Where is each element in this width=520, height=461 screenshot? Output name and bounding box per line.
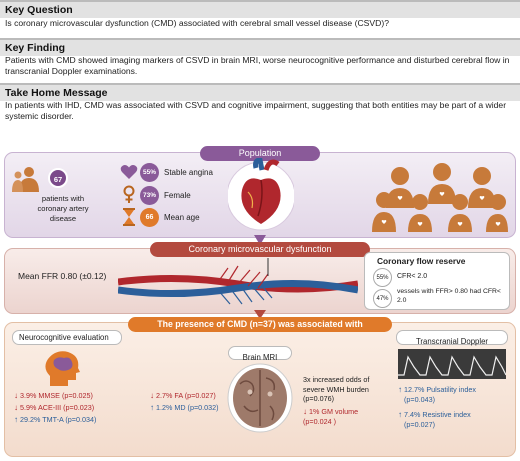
key-finding-text: Patients with CMD showed imaging markers… [5, 55, 510, 76]
doppler-waveform-illustration [398, 349, 506, 379]
mean-age-value: 66 [145, 214, 154, 221]
cfr-title: Coronary flow reserve [377, 256, 466, 266]
neuro-stat-3: ↑ 29.2% TMT-A (p=0.034) [14, 415, 96, 425]
patient-count-badge: 67 [48, 168, 68, 188]
connector-arrow-2 [254, 310, 266, 319]
mmse-value: 3.9% MMSE (p=0.025) [20, 391, 93, 400]
heart-anatomy-illustration [228, 158, 294, 231]
wmh-stat: 3x increased odds of severe WMH burden (… [303, 375, 370, 403]
arrow-up-icon: ↑ [398, 410, 402, 419]
patients-group-illustration [372, 163, 508, 232]
female-icon [123, 185, 135, 203]
neuro-title-box: Neurocognitive evaluation [12, 330, 122, 345]
arrow-down-icon: ↓ [14, 391, 18, 400]
heart-icon [120, 165, 138, 179]
cfr-text-1: CFR< 2.0 [397, 273, 428, 280]
arrow-down-icon: ↓ [303, 407, 307, 416]
stable-angina-label: Stable angina [164, 168, 213, 177]
key-finding-title: Key Finding [0, 38, 520, 56]
coronary-vessel-illustration [118, 258, 358, 305]
take-home-text: In patients with IHD, CMD was associated… [5, 100, 507, 121]
doppler-stat-1: ↑ 12.7% Pulsatility index (p=0.043) [398, 385, 496, 404]
arrow-down-icon: ↓ [14, 403, 18, 412]
brain-mri-illustration [227, 363, 293, 433]
cmd-banner: Coronary microvascular dysfunction [150, 242, 370, 257]
brain-head-icon [45, 351, 80, 386]
female-badge: 73% [140, 186, 159, 205]
connector-arrow-1 [254, 235, 266, 245]
resistive-value: 7.4% Resistive index (p=0.027) [404, 410, 471, 429]
key-question-text: Is coronary microvascular dysfunction (C… [5, 18, 389, 28]
arrow-up-icon: ↑ [398, 385, 402, 394]
cfr-pct-2: 47% [376, 296, 389, 302]
association-banner: The presence of CMD (n=37) was associate… [128, 317, 392, 332]
neuro-title: Neurocognitive evaluation [19, 333, 109, 342]
gm-stat: ↓ 1% GM volume (p=0.024 ) [303, 407, 379, 426]
mean-age-badge: 66 [140, 208, 159, 227]
pulsatility-value: 12.7% Pulsatility index (p=0.043) [404, 385, 476, 404]
stable-angina-badge: 55% [140, 163, 159, 182]
population-banner: Population [200, 146, 320, 161]
mri-title: Brain MRI [242, 353, 278, 362]
cfr-pct-1: 55% [376, 275, 389, 281]
mean-ffr-text: Mean FFR 0.80 (±0.12) [18, 271, 107, 281]
mean-age-label: Mean age [164, 213, 200, 222]
mri-stat-1: ↓ 2.7% FA (p=0.027) [150, 391, 216, 401]
female-value: 73% [142, 192, 156, 199]
cfr-text-2: vessels with FFR> 0.80 had CFR< 2.0 [397, 288, 501, 304]
female-label: Female [164, 191, 191, 200]
patient-count-label: patients with coronary artery disease [37, 194, 89, 223]
cfr-pct-1-badge: 55% [373, 268, 392, 287]
cfr-pct-2-badge: 47% [373, 289, 392, 308]
ace-iii-value: 5.9% ACE-III (p=0.023) [20, 403, 95, 412]
arrow-up-icon: ↑ [150, 403, 154, 412]
arrow-down-icon: ↓ [150, 391, 154, 400]
key-question-title: Key Question [0, 0, 520, 18]
mri-stat-2: ↑ 1.2% MD (p=0.032) [150, 403, 219, 413]
md-value: 1.2% MD (p=0.032) [156, 403, 219, 412]
gm-value: 1% GM volume (p=0.024 ) [303, 407, 359, 426]
mri-title-box: Brain MRI [228, 346, 292, 362]
tmt-a-value: 29.2% TMT-A (p=0.034) [20, 415, 97, 424]
doppler-stat-2: ↑ 7.4% Resistive index (p=0.027) [398, 410, 496, 429]
cfr-box: Coronary flow reserve 55% CFR< 2.0 47% v… [364, 252, 510, 310]
neuro-stat-1: ↓ 3.9% MMSE (p=0.025) [14, 391, 93, 401]
population-title: Population [238, 148, 282, 158]
patient-count: 67 [53, 175, 63, 184]
fa-value: 2.7% FA (p=0.027) [156, 391, 216, 400]
hourglass-icon [123, 208, 135, 226]
association-title: The presence of CMD (n=37) was associate… [157, 319, 363, 329]
doppler-title: Transcranial Doppler [415, 337, 489, 346]
stable-angina-value: 55% [142, 169, 156, 176]
take-home-title: Take Home Message [0, 83, 520, 101]
people-icon [12, 167, 39, 192]
cmd-title: Coronary microvascular dysfunction [188, 244, 332, 254]
doppler-title-box: Transcranial Doppler [396, 330, 508, 346]
arrow-up-icon: ↑ [14, 415, 18, 424]
neuro-stat-2: ↓ 5.9% ACE-III (p=0.023) [14, 403, 94, 413]
